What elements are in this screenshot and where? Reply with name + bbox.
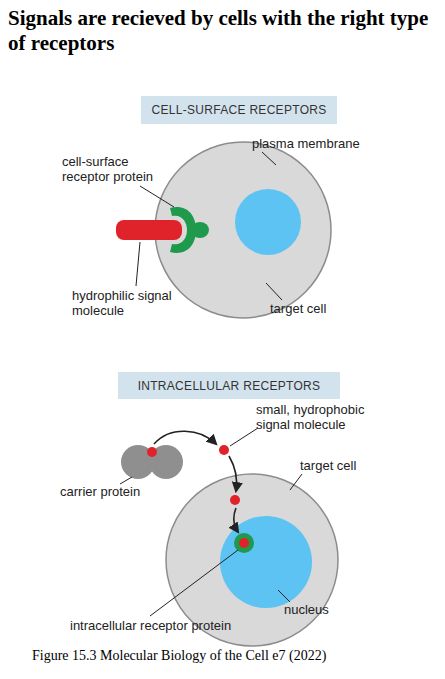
path-arrows bbox=[154, 431, 238, 532]
hydrophilic-signal bbox=[116, 220, 182, 240]
header-text: INTRACELLULAR RECEPTORS bbox=[138, 379, 321, 393]
leader-lines bbox=[120, 428, 302, 616]
intracellular-receptor bbox=[234, 533, 254, 553]
callout-label: hydrophilic signal molecule bbox=[72, 288, 192, 318]
callout-label: intracellular receptor protein bbox=[70, 618, 270, 633]
signal-dot bbox=[239, 538, 249, 548]
callout-label: nucleus bbox=[284, 602, 364, 617]
receptor-tail bbox=[191, 222, 209, 238]
callout-label: plasma membrane bbox=[252, 136, 382, 151]
nucleus bbox=[235, 189, 301, 255]
panel-header: CELL-SURFACE RECEPTORS bbox=[141, 96, 336, 124]
nucleus bbox=[220, 516, 312, 608]
page-title: Signals are recieved by cells with the r… bbox=[8, 6, 440, 56]
figure-caption: Figure 15.3 Molecular Biology of the Cel… bbox=[32, 648, 326, 664]
header-text: CELL-SURFACE RECEPTORS bbox=[151, 103, 326, 117]
callout-label: carrier protein bbox=[60, 484, 170, 499]
signal-dot bbox=[230, 495, 240, 505]
callout-label: target cell bbox=[270, 301, 370, 316]
signal-dot bbox=[219, 445, 229, 455]
panel-header: INTRACELLULAR RECEPTORS bbox=[118, 372, 340, 399]
callout-label: target cell bbox=[300, 458, 400, 473]
leader-lines bbox=[136, 152, 282, 300]
callout-label: cell-surface receptor protein bbox=[62, 154, 162, 184]
signal-dot bbox=[147, 447, 157, 457]
callout-label: small, hydrophobic signal molecule bbox=[256, 402, 396, 432]
